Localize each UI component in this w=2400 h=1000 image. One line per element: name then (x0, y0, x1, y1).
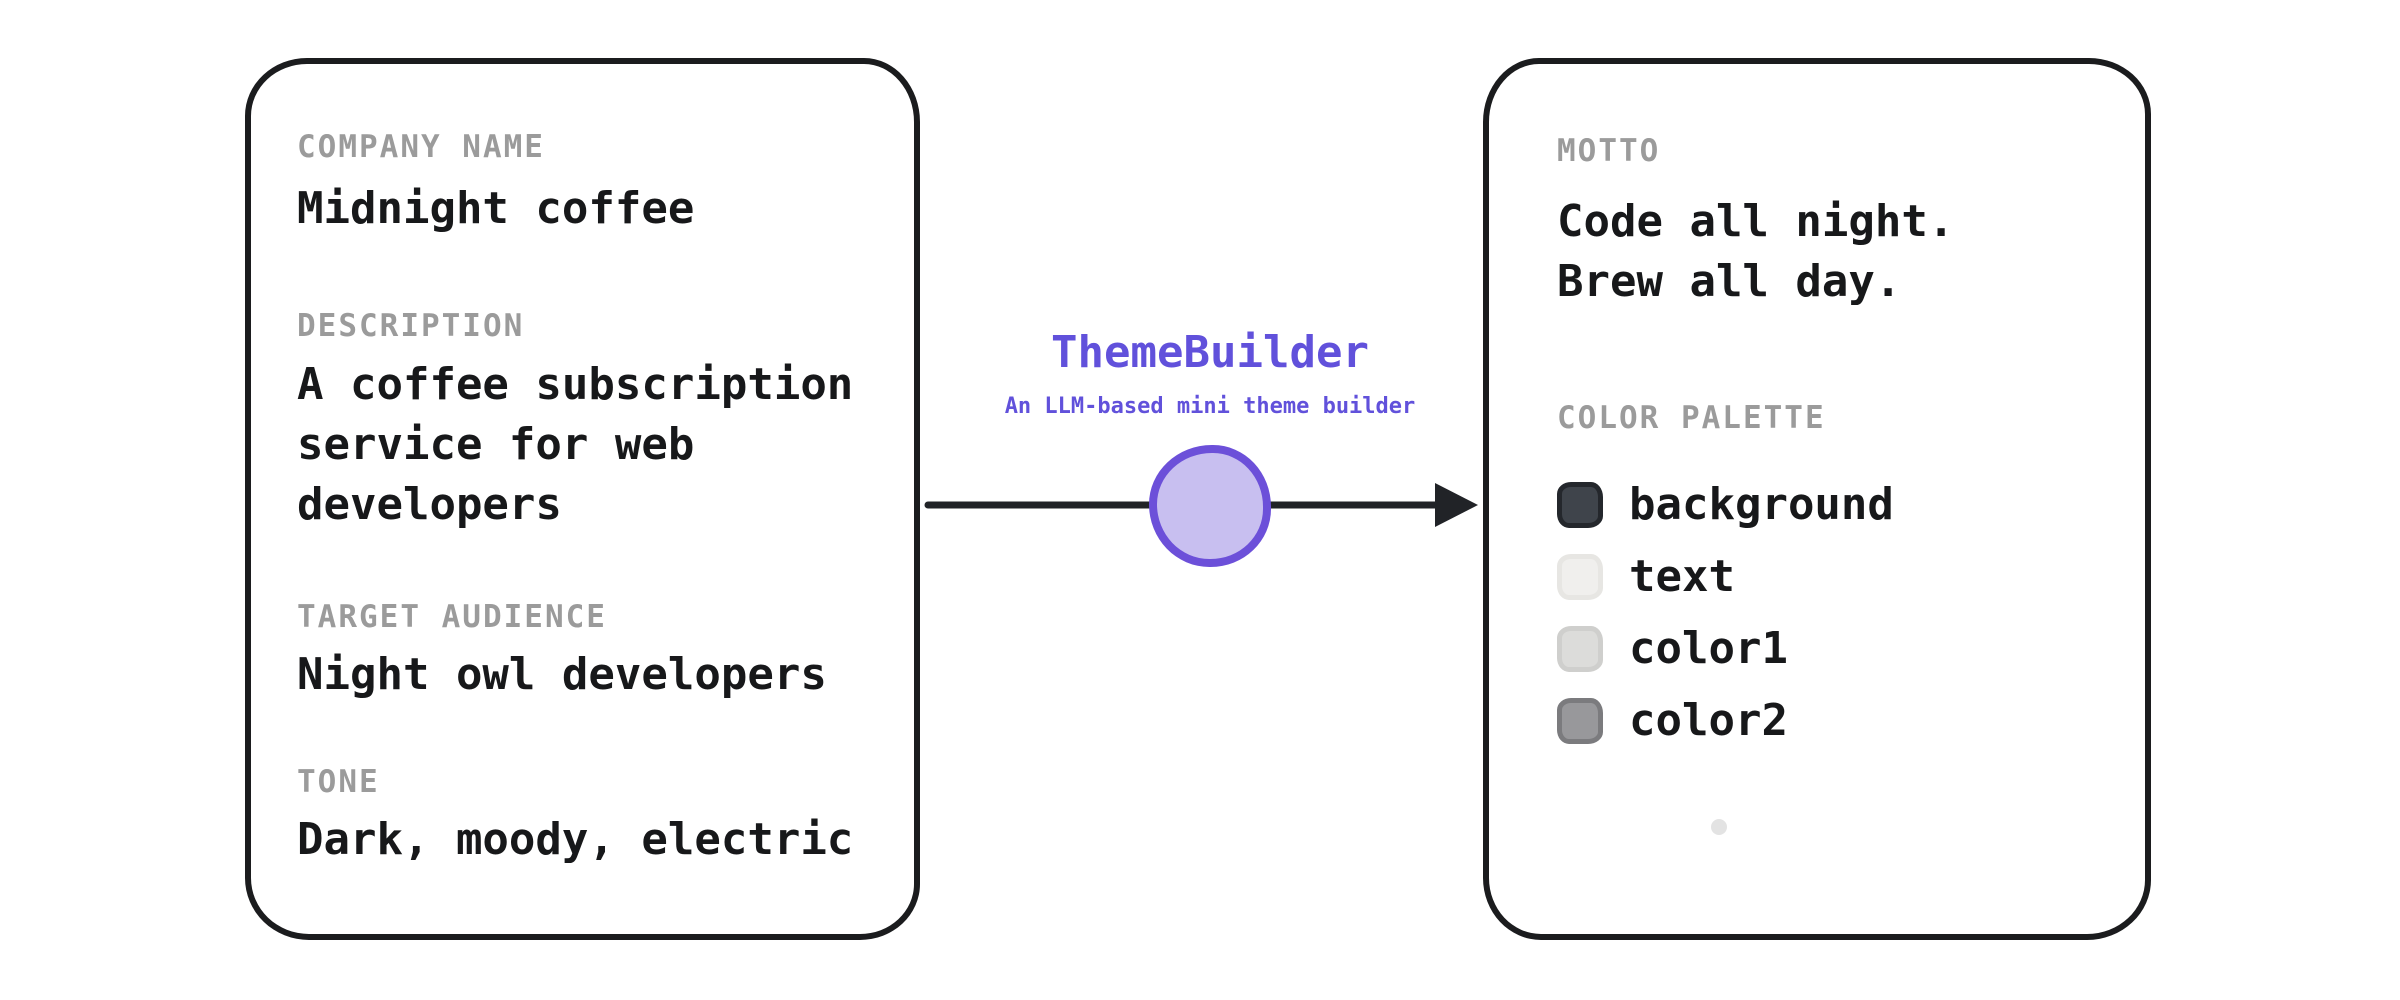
description-line-2: service for web (297, 419, 695, 470)
palette-row-text: text (1557, 554, 1894, 600)
color-palette-label: COLOR PALETTE (1557, 400, 1826, 436)
field-label-target-audience: TARGET AUDIENCE (297, 599, 607, 635)
output-card: MOTTO Code all night. Brew all day. COLO… (1483, 58, 2151, 940)
field-value-tone: Dark, moody, electric (297, 814, 854, 865)
field-label-description: DESCRIPTION (297, 308, 525, 344)
decorative-dot (1711, 819, 1727, 835)
themebuilder-subtitle: An LLM-based mini theme builder (1004, 394, 1416, 419)
description-line-1: A coffee subscription (297, 359, 854, 410)
field-value-description: A coffee subscription service for web de… (297, 355, 853, 535)
palette-row-color1: color1 (1557, 626, 1894, 672)
field-value-company-name: Midnight coffee (297, 183, 695, 234)
palette-item-label: color2 (1629, 695, 1788, 746)
motto-value: Code all night. Brew all day. (1557, 192, 1954, 312)
field-label-company-name: COMPANY NAME (297, 129, 545, 165)
background-swatch (1557, 482, 1603, 528)
input-card: COMPANY NAME Midnight coffee DESCRIPTION… (245, 58, 920, 940)
field-label-tone: TONE (297, 764, 380, 800)
palette-row-background: background (1557, 482, 1894, 528)
color2-swatch (1557, 698, 1603, 744)
palette-item-label: background (1629, 479, 1894, 530)
motto-line-2: Brew all day. (1557, 256, 1902, 307)
palette-item-label: color1 (1629, 623, 1788, 674)
motto-line-1: Code all night. (1557, 196, 1955, 247)
processor-node-circle (1149, 445, 1271, 567)
palette-row-color2: color2 (1557, 698, 1894, 744)
palette-list: background text color1 color2 (1557, 482, 1894, 744)
field-value-target-audience: Night owl developers (297, 649, 827, 700)
motto-label: MOTTO (1557, 133, 1661, 169)
color1-swatch (1557, 626, 1603, 672)
text-swatch (1557, 554, 1603, 600)
themebuilder-title: ThemeBuilder (1051, 327, 1369, 378)
description-line-3: developers (297, 479, 562, 530)
palette-item-label: text (1629, 551, 1735, 602)
